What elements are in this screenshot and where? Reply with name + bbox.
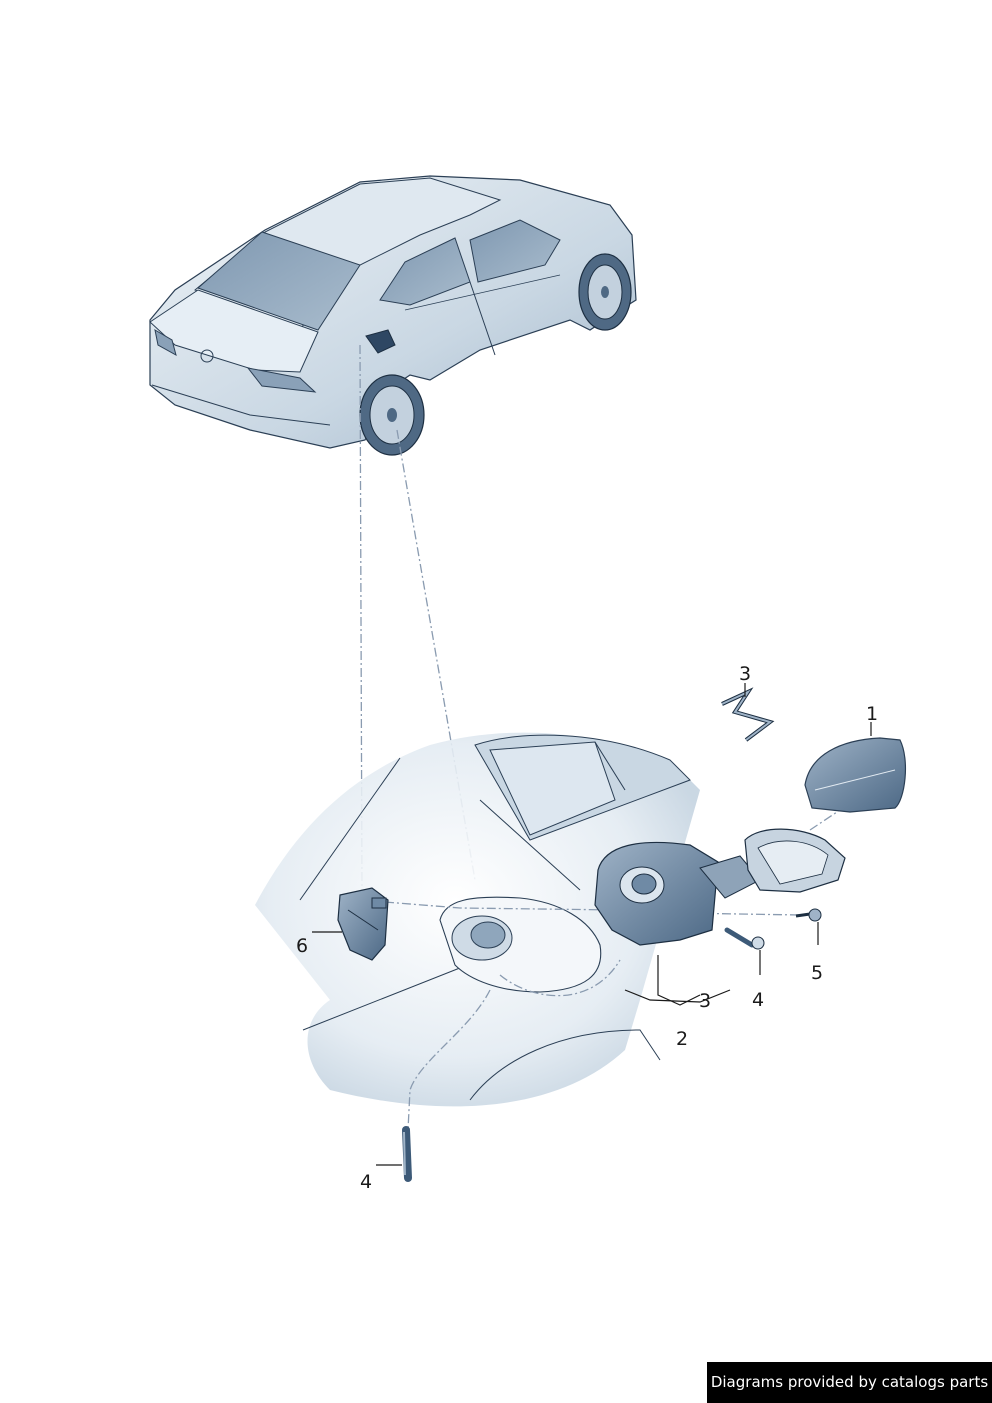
callout-4-right: 4 bbox=[752, 989, 764, 1011]
car-illustration bbox=[149, 175, 637, 456]
filler-neck-inner bbox=[470, 921, 506, 949]
body-panel-detail bbox=[255, 732, 871, 1131]
car-trunk bbox=[149, 289, 319, 373]
car-rear-wheel bbox=[359, 374, 425, 456]
car-rear-window bbox=[197, 231, 361, 331]
callout-4-left: 4 bbox=[360, 1171, 372, 1193]
panel-edge-line bbox=[299, 757, 401, 901]
bracket-2 bbox=[624, 989, 731, 1003]
car-front-wheel bbox=[578, 253, 632, 331]
car-side-window-rear bbox=[379, 237, 471, 306]
callout-2: 2 bbox=[676, 1028, 688, 1050]
credit-banner: Diagrams provided by catalogs parts bbox=[707, 1362, 992, 1403]
window-pillar bbox=[594, 741, 626, 791]
callout-3-top: 3 bbox=[739, 663, 751, 685]
part-3-spring bbox=[721, 687, 775, 742]
car-side-window-front bbox=[469, 219, 561, 283]
car-fuel-flap bbox=[365, 329, 396, 354]
part-2-filler-housing bbox=[594, 828, 846, 946]
window-glass bbox=[489, 741, 616, 836]
part-5-screw bbox=[795, 908, 822, 922]
part-4-hose-left bbox=[402, 1126, 412, 1182]
callout-6: 6 bbox=[296, 935, 308, 957]
part-6-actuator bbox=[337, 887, 389, 961]
car-tail-light-right bbox=[246, 367, 317, 393]
hose-route-line bbox=[407, 989, 491, 1131]
panel-crease-line bbox=[479, 799, 581, 891]
part-1-flap-cover bbox=[804, 737, 906, 813]
actuator-link-line bbox=[384, 901, 621, 911]
panel-lower-line bbox=[302, 959, 481, 1031]
leader-2 bbox=[657, 955, 701, 1006]
callout-1: 1 bbox=[866, 703, 878, 725]
part-4-hose-right bbox=[724, 927, 765, 950]
wheel-arch-line bbox=[469, 1029, 661, 1101]
car-tail-light-left bbox=[154, 329, 177, 357]
car-badge bbox=[200, 349, 214, 363]
callout-5: 5 bbox=[811, 962, 823, 984]
callout-3-bottom: 3 bbox=[699, 990, 711, 1012]
car-bumper-line bbox=[151, 384, 331, 426]
assembly-route-line bbox=[499, 959, 621, 997]
car-belt-line bbox=[404, 274, 561, 311]
